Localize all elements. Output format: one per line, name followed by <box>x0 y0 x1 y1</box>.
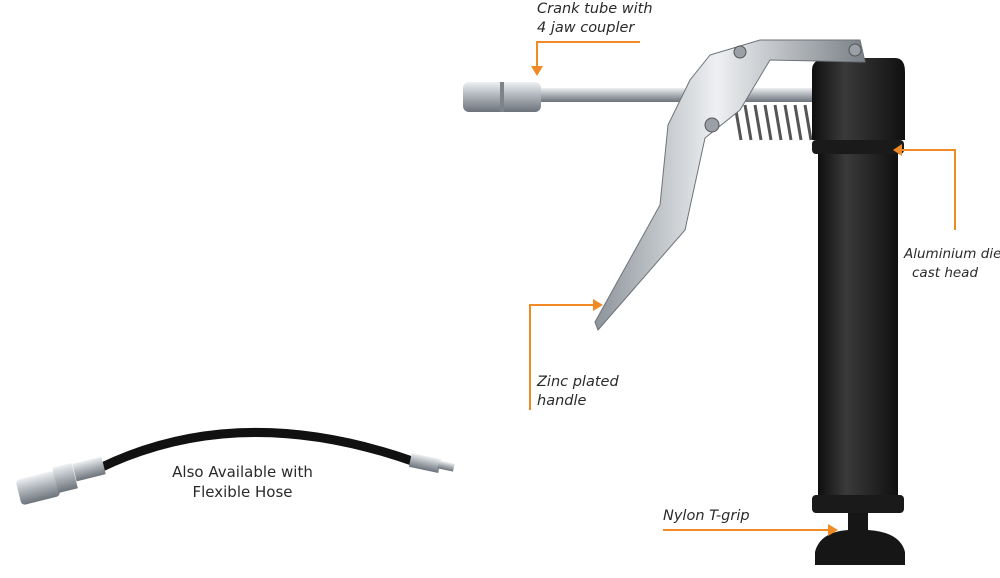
callout-arrows <box>529 41 956 536</box>
head-arrow <box>900 149 956 230</box>
flexible-hose <box>16 427 455 505</box>
callout-line: Zinc plated <box>537 374 619 390</box>
lever-handle <box>594 39 866 331</box>
callout-line: Crank tube with <box>537 1 653 17</box>
spring <box>733 104 813 141</box>
callout-handle: Zinc plated handle <box>537 373 619 411</box>
hose-caption: Also Available with Flexible Hose <box>160 462 325 502</box>
callout-grip: Nylon T-grip <box>663 507 750 526</box>
handle-arrow <box>529 304 595 410</box>
callout-line: Nylon T-grip <box>663 508 750 524</box>
callout-line: cast head <box>912 265 979 281</box>
callout-line: handle <box>537 393 587 409</box>
callout-head: Aluminium die cast head <box>904 245 1000 283</box>
callout-crank-tube: Crank tube with 4 jaw coupler <box>537 0 653 38</box>
callout-line: 4 jaw coupler <box>537 20 635 36</box>
t-grip <box>815 513 905 565</box>
crank-arrow <box>536 41 640 68</box>
caption-line: Flexible Hose <box>192 483 293 501</box>
grease-gun <box>463 39 905 565</box>
callout-line: Aluminium die <box>904 246 1000 262</box>
barrel <box>818 140 898 512</box>
die-cast-head <box>812 58 905 140</box>
caption-line: Also Available with <box>172 463 313 481</box>
